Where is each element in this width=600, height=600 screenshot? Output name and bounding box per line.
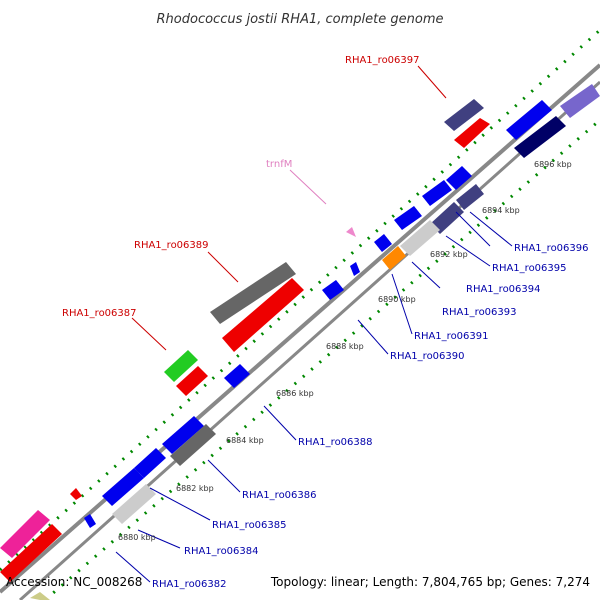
gene-ro06382[interactable] [84, 514, 96, 528]
leader-ro06384 [137, 529, 181, 549]
gene-ro06389-a[interactable] [210, 262, 296, 324]
tick-6880: 6880 kbp [118, 533, 156, 542]
gene-ro06397[interactable] [454, 118, 490, 148]
leader-trnfM [289, 169, 327, 205]
gene-ro06393-b[interactable] [422, 180, 452, 206]
leader-ro06385 [149, 487, 211, 521]
lower-tick-guide [44, 118, 600, 600]
label-ro06385[interactable]: RHA1_ro06385 [212, 520, 287, 531]
leader-ro06394 [455, 211, 491, 247]
tick-6882: 6882 kbp [176, 484, 214, 493]
genome-summary: Topology: linear; Length: 7,804,765 bp; … [270, 575, 590, 589]
label-trnfM[interactable]: trnfM [266, 159, 292, 170]
label-ro06382[interactable]: RHA1_ro06382 [152, 579, 227, 590]
leader-ro06389 [207, 251, 239, 283]
leader-ro06396 [469, 211, 513, 247]
gene-ro06389[interactable] [222, 278, 304, 352]
gene-pink-left[interactable] [0, 510, 50, 558]
label-ro06391[interactable]: RHA1_ro06391 [414, 331, 489, 342]
label-ro06387[interactable]: RHA1_ro06387 [62, 308, 137, 319]
upper-tick-guide [0, 28, 600, 572]
label-ro06389[interactable]: RHA1_ro06389 [134, 240, 209, 251]
gene-ro06393[interactable] [400, 220, 440, 256]
gene-ro06397-a[interactable] [444, 99, 484, 131]
tick-6886: 6886 kbp [276, 389, 314, 398]
leader-ro06397 [417, 65, 447, 99]
gene-navy-2[interactable] [514, 116, 566, 158]
leader-ro06393 [411, 261, 441, 289]
gene-purple-1[interactable] [560, 84, 600, 118]
gene-ro06385[interactable] [134, 448, 166, 478]
label-ro06388[interactable]: RHA1_ro06388 [298, 437, 373, 448]
label-ro06386[interactable]: RHA1_ro06386 [242, 490, 317, 501]
gene-ro06386[interactable] [162, 416, 204, 454]
label-ro06395[interactable]: RHA1_ro06395 [492, 263, 567, 274]
leader-ro06387 [131, 317, 167, 351]
leader-ro06395 [445, 235, 491, 267]
gene-ro06394[interactable] [446, 166, 472, 190]
gene-ro06388[interactable] [224, 364, 250, 388]
label-ro06384[interactable]: RHA1_ro06384 [184, 546, 259, 557]
gene-bottom-left-yellow [30, 592, 50, 600]
tick-6884: 6884 kbp [226, 436, 264, 445]
leader-ro06382 [115, 551, 151, 583]
gene-ro06384[interactable] [102, 468, 144, 506]
gene-ro06391[interactable] [382, 246, 406, 270]
label-ro06397[interactable]: RHA1_ro06397 [345, 55, 420, 66]
gene-ro06386-b[interactable] [170, 424, 216, 466]
leader-ro06388 [263, 405, 297, 441]
gene-trnfM[interactable] [346, 227, 356, 237]
gene-ro06387[interactable] [176, 366, 208, 396]
tick-6888: 6888 kbp [326, 342, 364, 351]
gene-ro06384-b[interactable] [112, 484, 156, 524]
gene-small-blue-1[interactable] [374, 234, 392, 252]
label-ro06393[interactable]: RHA1_ro06393 [442, 307, 517, 318]
label-ro06394[interactable]: RHA1_ro06394 [466, 284, 541, 295]
gene-ro06390[interactable] [350, 262, 360, 276]
gene-ro06396[interactable] [456, 184, 484, 210]
map-title: Rhodococcus jostii RHA1, complete genome [157, 12, 444, 27]
accession-text: Accession: NC_008268 [6, 575, 142, 589]
label-ro06396[interactable]: RHA1_ro06396 [514, 243, 589, 254]
gene-navy-1[interactable] [506, 100, 552, 140]
leader-ro06391 [391, 273, 413, 335]
genome-backbone [0, 63, 600, 594]
tick-6892: 6892 kbp [430, 250, 468, 259]
leader-ro06390 [357, 319, 389, 355]
tick-6890: 6890 kbp [378, 295, 416, 304]
tick-6894: 6894 kbp [482, 206, 520, 215]
genome-backbone-2 [19, 80, 600, 600]
gene-ro06391-b[interactable] [394, 206, 422, 230]
gene-ro06387-a[interactable] [164, 350, 198, 382]
gene-ro06390-b[interactable] [322, 280, 344, 300]
gene-red-small[interactable] [70, 488, 82, 500]
label-ro06390[interactable]: RHA1_ro06390 [390, 351, 465, 362]
gene-red-left[interactable] [0, 524, 62, 582]
tick-6896: 6896 kbp [534, 160, 572, 169]
gene-ro06395[interactable] [430, 202, 464, 234]
leader-ro06386 [207, 459, 241, 493]
